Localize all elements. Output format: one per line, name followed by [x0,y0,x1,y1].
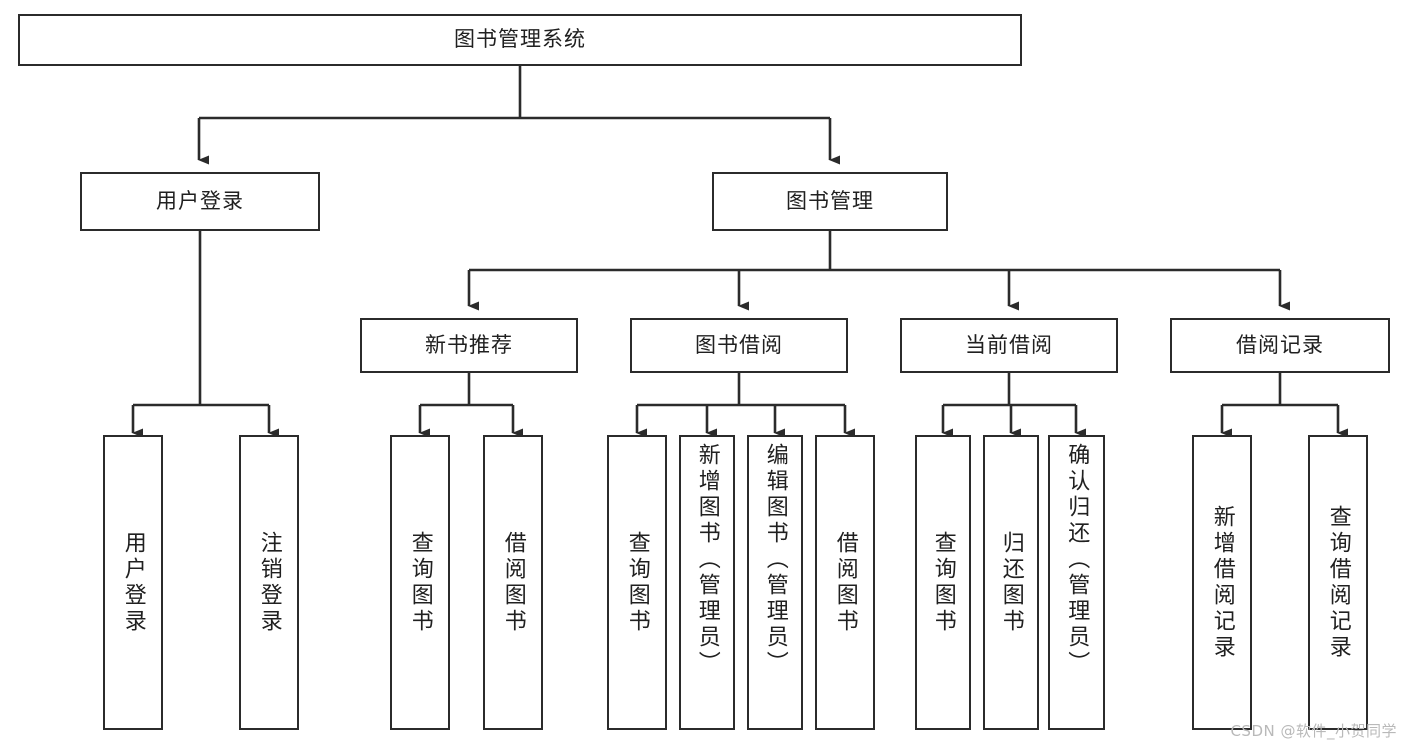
node-label: 新增图书（管理员） [694,443,720,677]
node-root-system[interactable]: 图书管理系统 [18,14,1022,66]
node-edit-book-admin[interactable]: 编辑图书（管理员） [747,435,803,730]
node-label: 当前借阅 [965,332,1053,357]
node-logout-action[interactable]: 注销登录 [239,435,299,730]
node-label: 注销登录 [256,530,282,635]
node-user-login[interactable]: 用户登录 [80,172,320,231]
node-book-borrow[interactable]: 图书借阅 [630,318,848,373]
node-query-book-current[interactable]: 查询图书 [915,435,971,730]
node-label: 图书管理系统 [454,27,586,52]
node-label: 借阅图书 [832,530,858,635]
node-label: 用户登录 [156,188,244,213]
node-new-book-recommend[interactable]: 新书推荐 [360,318,578,373]
node-query-borrow-record[interactable]: 查询借阅记录 [1308,435,1368,730]
node-label: 归还图书 [998,530,1024,635]
node-add-borrow-record[interactable]: 新增借阅记录 [1192,435,1252,730]
node-borrow-record[interactable]: 借阅记录 [1170,318,1390,373]
node-user-login-action[interactable]: 用户登录 [103,435,163,730]
node-add-book-admin[interactable]: 新增图书（管理员） [679,435,735,730]
watermark-text: CSDN @软件_小贺同学 [1230,722,1397,740]
node-label: 图书借阅 [695,332,783,357]
node-label: 查询图书 [407,530,433,635]
node-label: 新增借阅记录 [1209,504,1235,661]
node-return-book[interactable]: 归还图书 [983,435,1039,730]
node-label: 编辑图书（管理员） [762,443,788,677]
node-label: 查询图书 [624,530,650,635]
node-label: 借阅图书 [500,530,526,635]
node-confirm-return-admin[interactable]: 确认归还（管理员） [1048,435,1105,730]
node-label: 图书管理 [786,188,874,213]
node-current-borrow[interactable]: 当前借阅 [900,318,1118,373]
node-borrow-book-action[interactable]: 借阅图书 [815,435,875,730]
node-label: 新书推荐 [425,332,513,357]
node-query-book-borrow[interactable]: 查询图书 [607,435,667,730]
node-label: 查询图书 [930,530,956,635]
node-label: 确认归还（管理员） [1064,443,1090,677]
node-label: 用户登录 [120,530,146,635]
node-book-manage[interactable]: 图书管理 [712,172,948,231]
node-label: 查询借阅记录 [1325,504,1351,661]
node-label: 借阅记录 [1236,332,1324,357]
node-query-book-rec[interactable]: 查询图书 [390,435,450,730]
node-borrow-book-rec[interactable]: 借阅图书 [483,435,543,730]
